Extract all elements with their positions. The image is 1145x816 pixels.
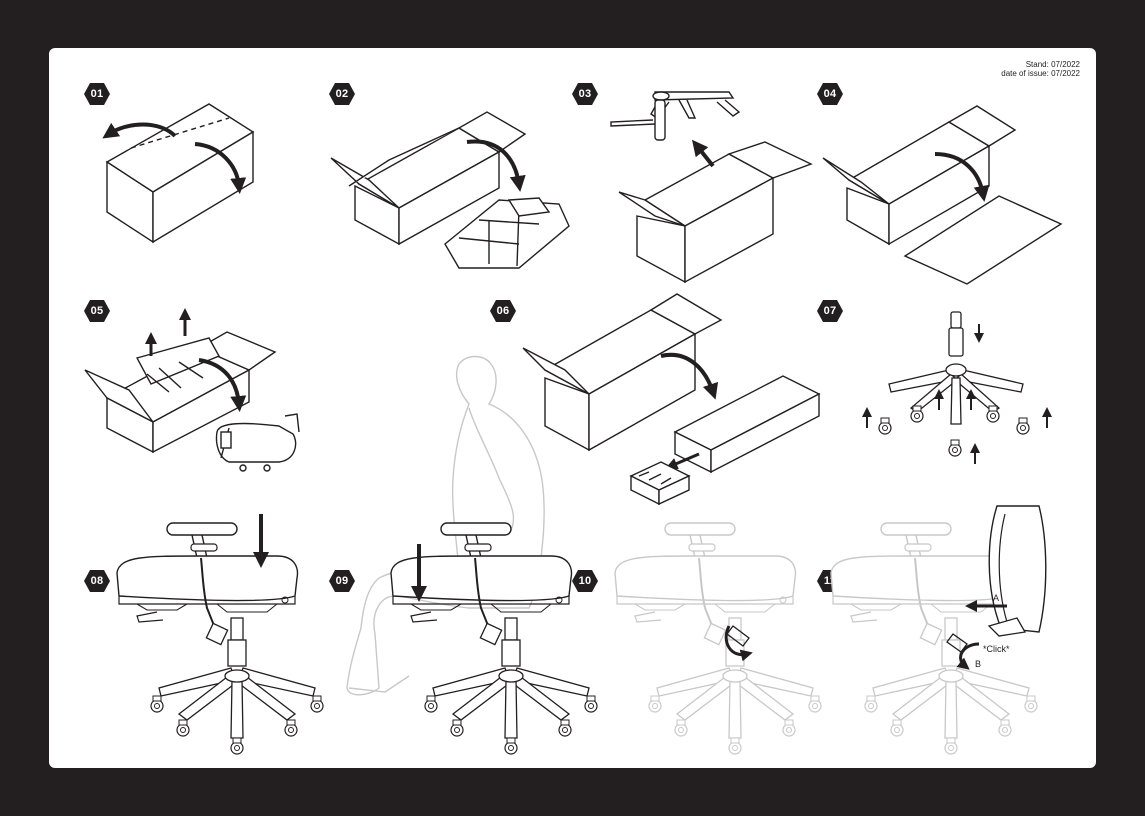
step-11-illustration [831, 505, 1047, 754]
step-badge-10: 10 [571, 569, 599, 593]
step-05-illustration [84, 308, 300, 472]
step-badge-01: 01 [83, 82, 111, 106]
issue-info: Stand: 07/2022 date of issue: 07/2022 [1001, 60, 1080, 78]
hexagon-icon [84, 570, 110, 592]
step-badge-08: 08 [83, 569, 111, 593]
stand-date: Stand: 07/2022 [1025, 60, 1080, 69]
hexagon-icon [84, 300, 110, 322]
step-08-illustration [117, 514, 323, 754]
instruction-sheet: Stand: 07/2022 date of issue: 07/2022 01… [49, 48, 1096, 768]
step-badge-07: 07 [816, 299, 844, 323]
step-04-illustration [822, 105, 1063, 285]
hexagon-icon [490, 300, 516, 322]
step-06-illustration [522, 293, 821, 506]
step-badge-04: 04 [816, 82, 844, 106]
label-b: B [975, 659, 981, 669]
step-badge-02: 02 [328, 82, 356, 106]
step-01-illustration [102, 103, 255, 244]
step-10-illustration [615, 523, 821, 754]
label-a: A [993, 593, 999, 603]
assembly-illustrations: A B *Click* [84, 91, 1063, 768]
step-09-illustration [391, 523, 597, 754]
hexagon-icon [329, 570, 355, 592]
step-badge-09: 09 [328, 569, 356, 593]
hexagon-icon [329, 83, 355, 105]
hexagon-icon [572, 83, 598, 105]
step-badge-05: 05 [83, 299, 111, 323]
step-02-illustration [330, 111, 570, 269]
hexagon-icon [817, 83, 843, 105]
hexagon-icon [817, 300, 843, 322]
hexagon-icon [84, 83, 110, 105]
issue-date: date of issue: 07/2022 [1001, 69, 1080, 78]
click-label: *Click* [983, 644, 1010, 654]
step-badge-06: 06 [489, 299, 517, 323]
step-badge-03: 03 [571, 82, 599, 106]
step-03-illustration [610, 91, 813, 284]
step-07-illustration [862, 311, 1052, 464]
hexagon-icon [572, 570, 598, 592]
